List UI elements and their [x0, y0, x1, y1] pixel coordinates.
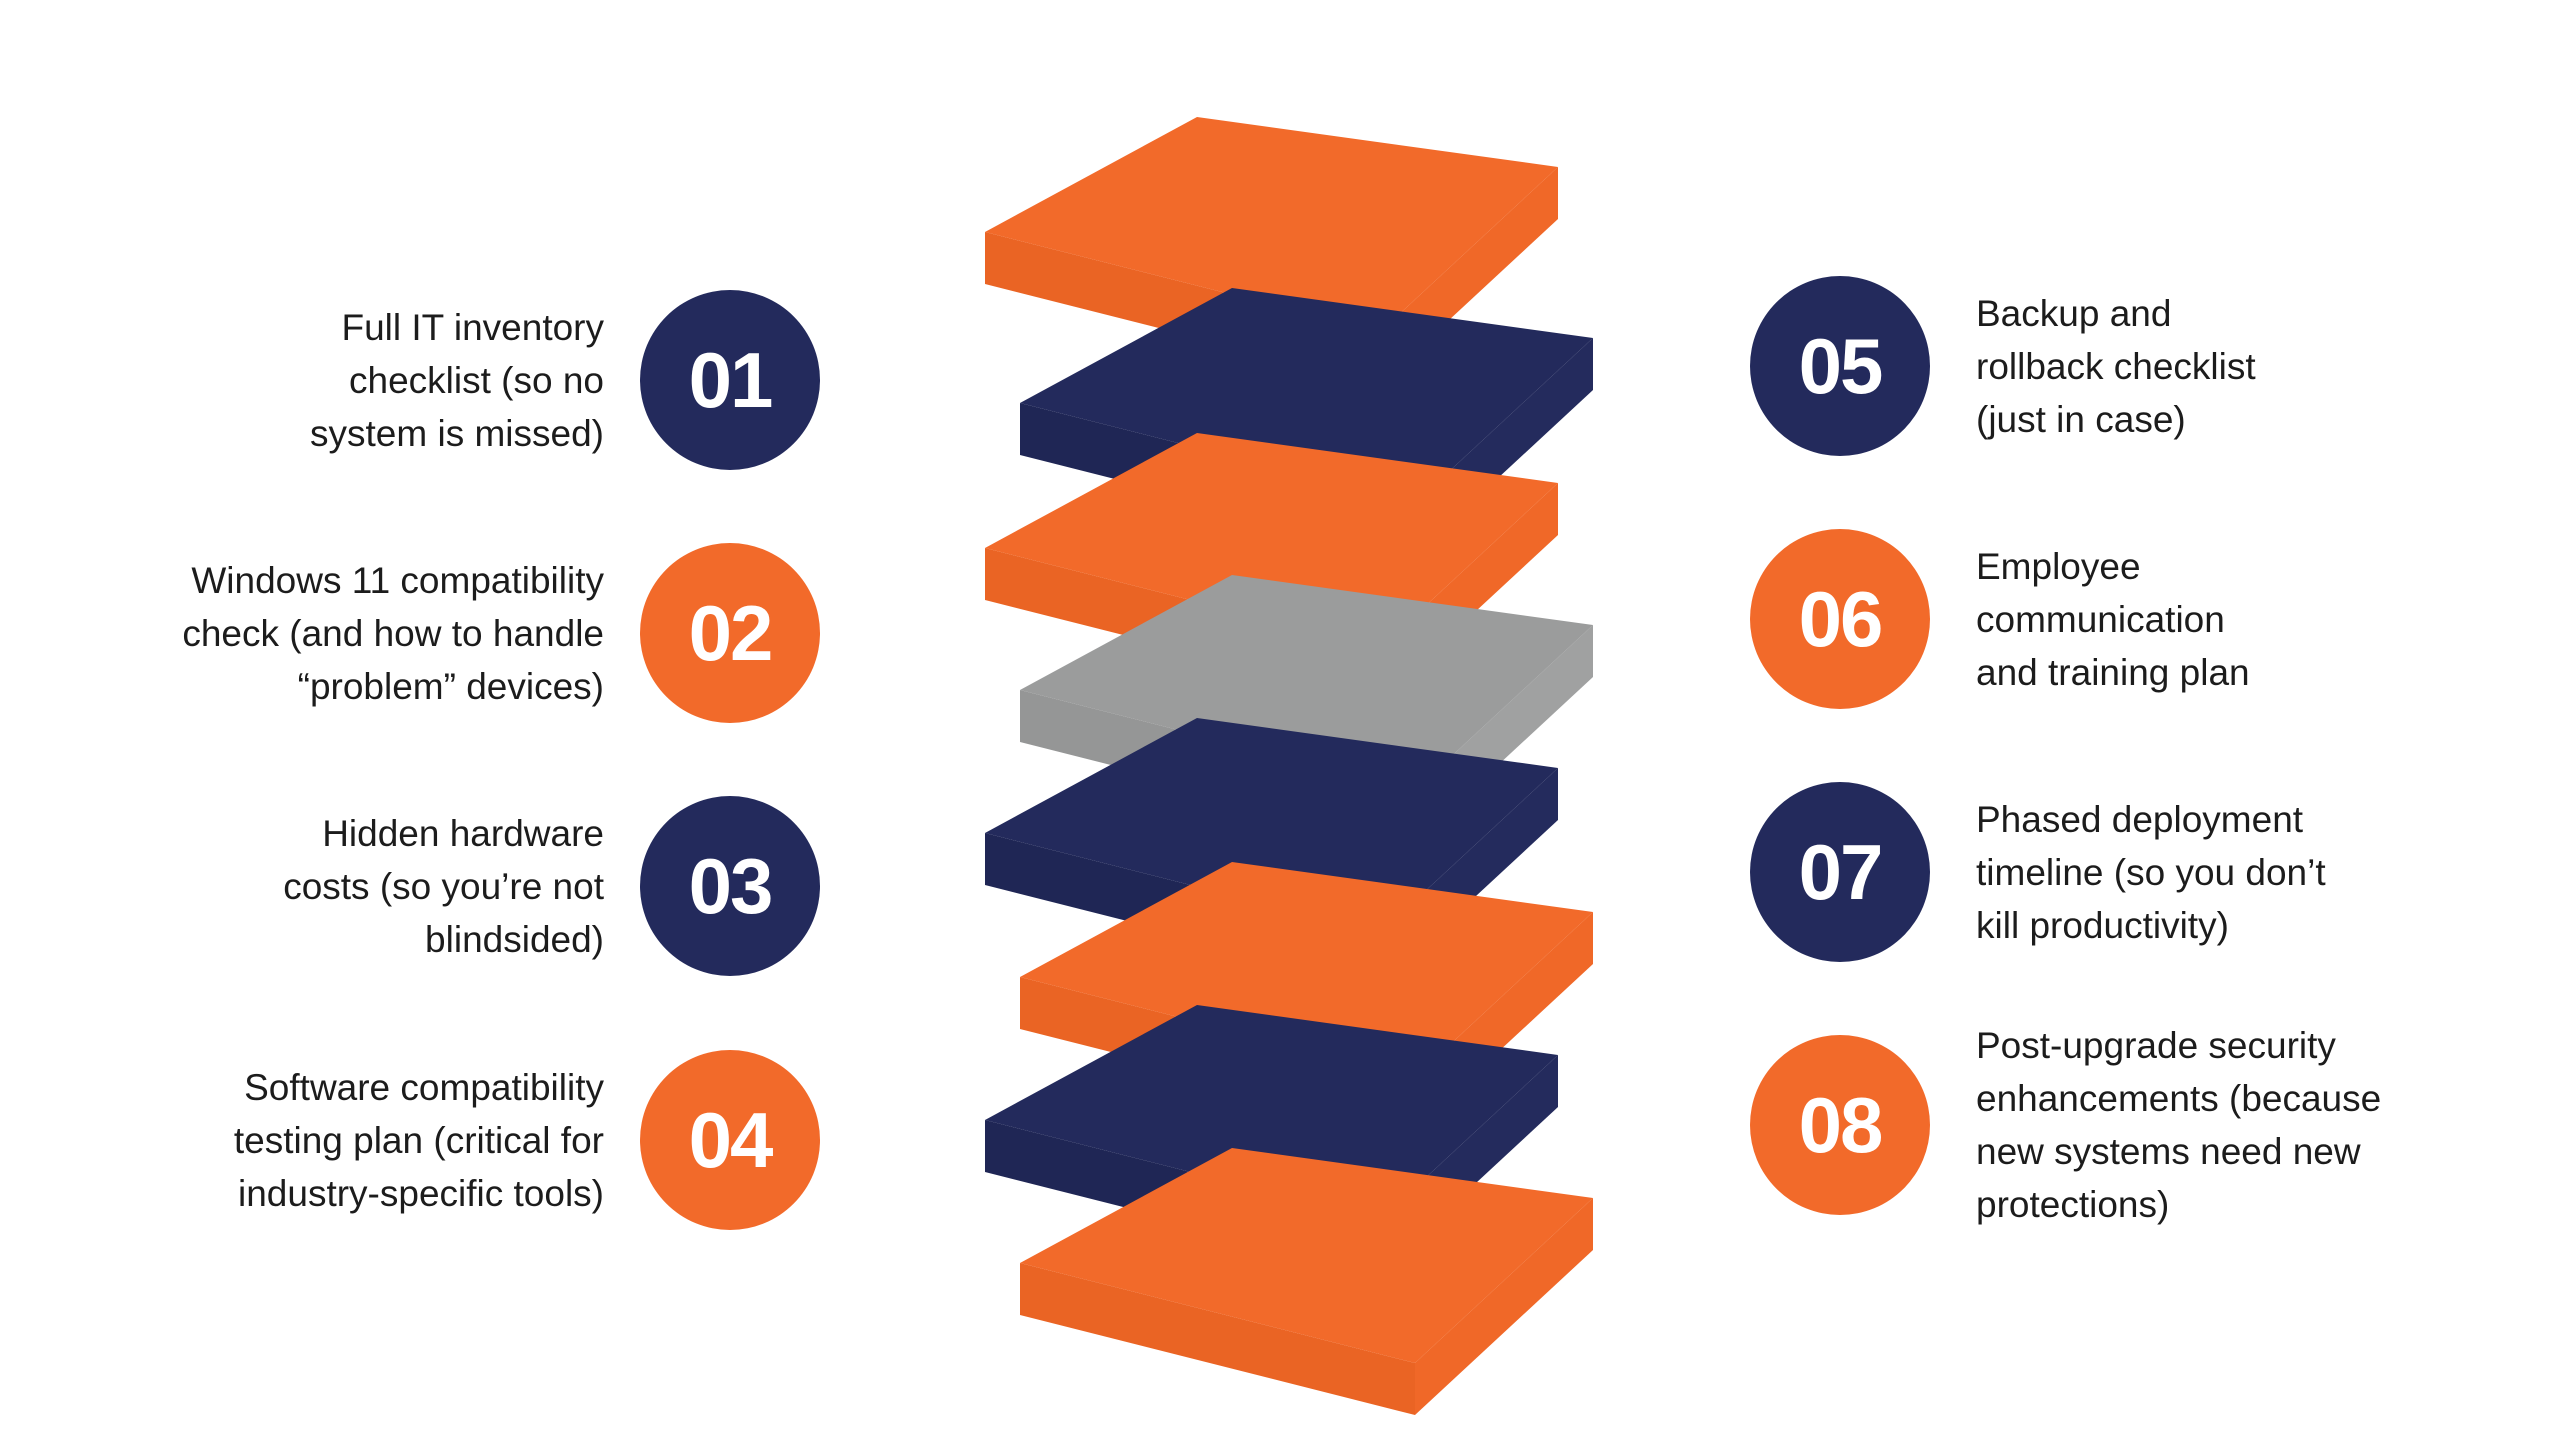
item-08: 08 Post-upgrade security enhancements (b…: [1750, 1025, 2540, 1225]
stack-layer-6-top: [1020, 862, 1593, 1077]
stack-layer-4-top: [1020, 575, 1593, 790]
item-02-label: Windows 11 compatibility check (and how …: [182, 559, 604, 707]
item-01-label: Full IT inventory checklist (so no syste…: [310, 306, 604, 454]
stack-layer-3-top: [985, 433, 1558, 648]
item-05-label: Backup and rollback checklist (just in c…: [1976, 292, 2256, 440]
item-07-label: Phased deployment timeline (so you don’t…: [1976, 798, 2326, 946]
item-02-badge: 02: [640, 543, 820, 723]
item-04: Software compatibility testing plan (cri…: [120, 1050, 820, 1230]
item-06-badge: 06: [1750, 529, 1930, 709]
stack-layer-2-top: [1020, 288, 1593, 503]
item-03-label: Hidden hardware costs (so you’re not bli…: [283, 812, 604, 960]
stack-layer-5-top: [985, 718, 1558, 933]
item-03-badge: 03: [640, 796, 820, 976]
item-08-label: Post-upgrade security enhancements (beca…: [1976, 1025, 2382, 1225]
item-04-label: Software compatibility testing plan (cri…: [233, 1066, 604, 1214]
item-06: 06 Employee communication and training p…: [1750, 529, 2540, 709]
item-01-badge: 01: [640, 290, 820, 470]
item-01: Full IT inventory checklist (so no syste…: [120, 290, 820, 470]
stack-layer-8: [1020, 1148, 1593, 1415]
stack-layer-8-front: [1020, 1263, 1415, 1415]
item-05: 05 Backup and rollback checklist (just i…: [1750, 276, 2540, 456]
stack-layer-7-top: [985, 1005, 1558, 1220]
item-05-badge: 05: [1750, 276, 1930, 456]
item-07-badge: 07: [1750, 782, 1930, 962]
stack-layer-1-top: [985, 117, 1558, 332]
item-03: Hidden hardware costs (so you’re not bli…: [120, 796, 820, 976]
item-07: 07 Phased deployment timeline (so you do…: [1750, 782, 2540, 962]
item-06-label: Employee communication and training plan: [1976, 545, 2250, 693]
item-02: Windows 11 compatibility check (and how …: [120, 543, 820, 723]
stack-layer-8-top: [1020, 1148, 1593, 1363]
item-04-badge: 04: [640, 1050, 820, 1230]
item-08-badge: 08: [1750, 1035, 1930, 1215]
stack-layer-8-side: [1415, 1198, 1593, 1415]
